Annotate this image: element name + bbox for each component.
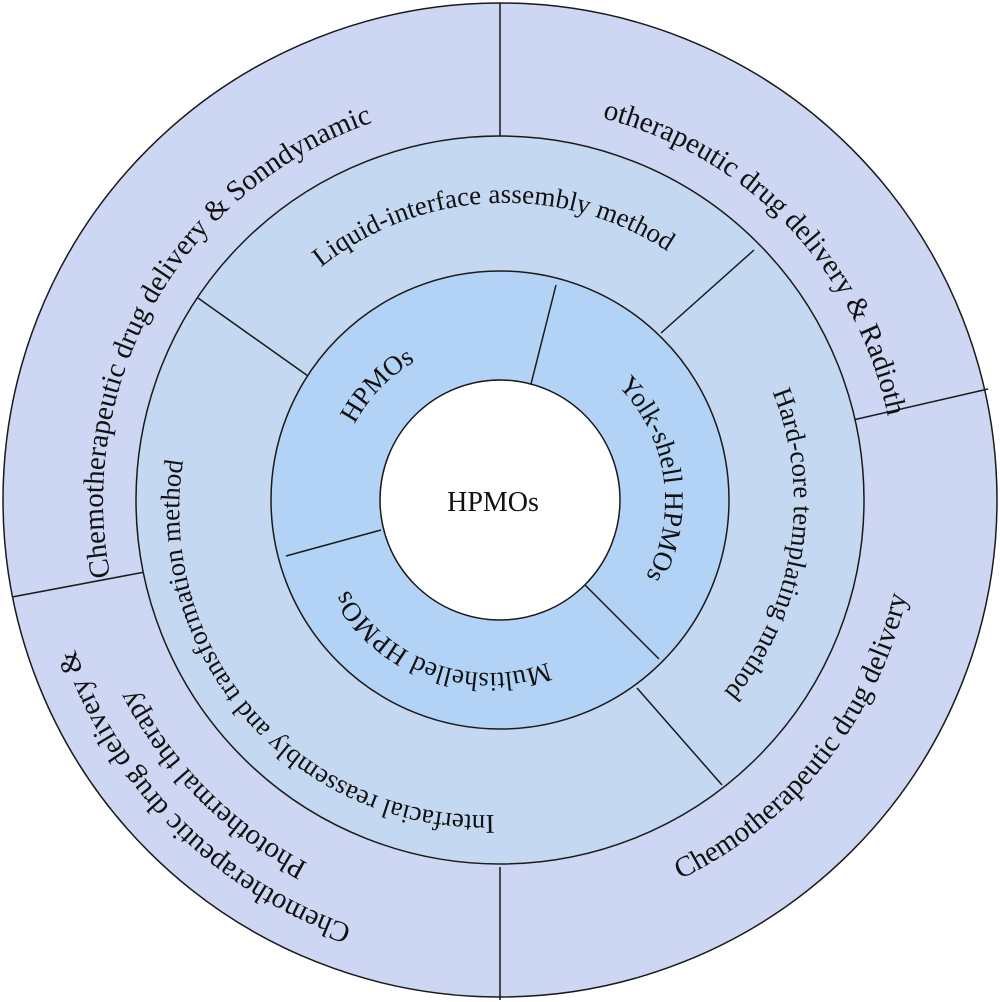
center-label: HPMOs — [447, 487, 539, 518]
center-circle — [379, 379, 621, 621]
middle-divider-lower-right — [636, 687, 723, 786]
inner-divider-top — [530, 284, 557, 385]
outer-divider-right — [852, 388, 989, 421]
middle-divider-upper-left — [197, 297, 309, 377]
inner-divider-left — [285, 529, 382, 557]
center-node: HPMOs — [379, 379, 621, 621]
inner-divider-lower-right — [584, 584, 660, 660]
middle-divider-upper-right — [660, 249, 755, 334]
outer-divider-left — [11, 571, 146, 598]
